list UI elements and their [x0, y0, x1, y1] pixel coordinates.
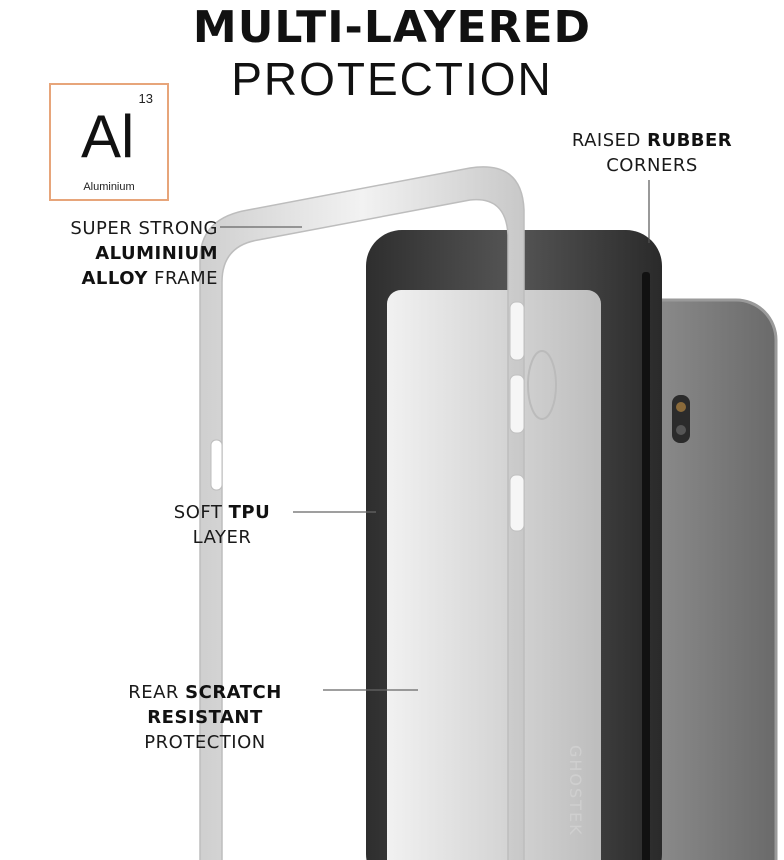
element-name: Aluminium	[83, 181, 135, 193]
callout-aluminium-line1: SUPER STRONG	[70, 218, 218, 239]
callout-aluminium: SUPER STRONG ALUMINIUM ALLOY FRAME	[0, 216, 218, 291]
callout-tpu-line1-plain: SOFT	[173, 502, 229, 523]
page-subtitle: PROTECTION	[231, 53, 553, 105]
callout-scratch-line1-bold: SCRATCH	[185, 682, 282, 703]
callout-rubber-line1-plain: RAISED	[571, 130, 648, 151]
callout-scratch-line2: RESISTANT	[147, 707, 263, 728]
element-number: 13	[138, 91, 153, 106]
page-title: MULTI-LAYERED	[192, 2, 592, 53]
callout-scratch-line1-plain: REAR	[128, 682, 186, 703]
callout-aluminium-line3-rest: FRAME	[147, 268, 218, 289]
callout-tpu-line1-bold: TPU	[228, 502, 271, 523]
element-symbol: Al	[81, 103, 135, 170]
callout-tpu: SOFT TPU LAYER	[142, 500, 302, 550]
callout-scratch: REAR SCRATCH RESISTANT PROTECTION	[82, 680, 328, 755]
aluminium-frame-illustration	[199, 166, 557, 860]
callout-aluminium-line2: ALUMINIUM	[95, 243, 218, 264]
brand-label: GHOSTEK	[566, 745, 585, 837]
callout-rubber: RAISED RUBBER CORNERS	[530, 128, 774, 178]
callout-rubber-line1-bold: RUBBER	[647, 130, 733, 151]
callout-rubber-line2: CORNERS	[606, 155, 698, 176]
element-box: 13 Al Aluminium	[49, 83, 169, 201]
callout-aluminium-line3-bold: ALLOY	[81, 268, 148, 289]
callout-tpu-line2: LAYER	[192, 527, 252, 548]
callout-scratch-line3: PROTECTION	[144, 732, 266, 753]
